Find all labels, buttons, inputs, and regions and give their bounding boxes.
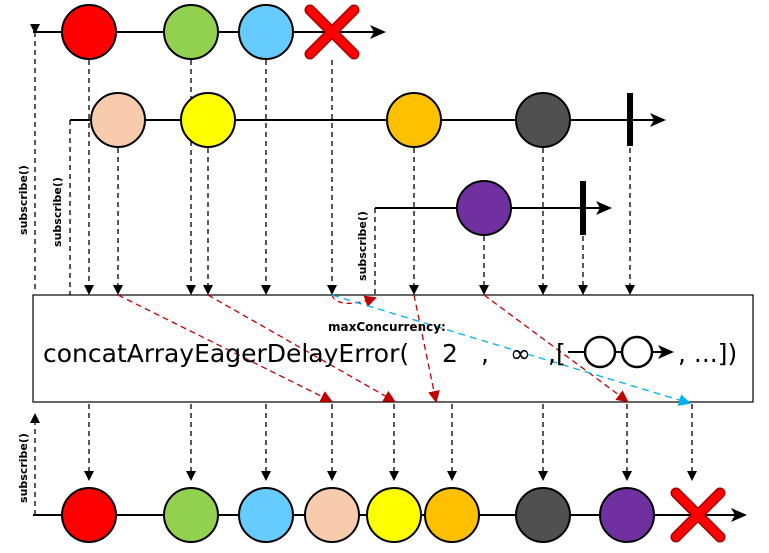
subscribe-label-1: subscribe() — [17, 165, 30, 235]
source-1-marble-red — [61, 4, 117, 60]
output-marble-red — [61, 487, 117, 543]
operator-prefetch-value: ∞ — [510, 339, 531, 368]
subscribe-label-output: subscribe() — [17, 433, 30, 503]
output-drop-lines — [84, 404, 697, 481]
output-marble-orange — [424, 487, 480, 543]
source-2-marble-orange — [386, 92, 442, 148]
source-2-marble-darkgray — [515, 92, 571, 148]
operator-name: concatArrayEagerDelayError( — [43, 339, 409, 368]
operator-comma-2: ,[ — [548, 339, 566, 368]
source-2-marble-peach — [90, 92, 146, 148]
operator-mini-marble — [568, 335, 674, 369]
output-marble-darkgray — [515, 487, 571, 543]
delayed-error-arrow — [331, 294, 691, 406]
operator-concurrency-value: 2 — [442, 339, 458, 368]
output-marble-peach — [304, 487, 360, 543]
output-marble-lightblue — [238, 487, 294, 543]
marbles — [61, 4, 726, 543]
mini-marble-item-1 — [583, 335, 617, 369]
source-3-marble-purple — [456, 180, 512, 236]
output-marble-yellow — [366, 487, 422, 543]
subscribe-label-3: subscribe() — [356, 211, 369, 281]
max-concurrency-label: maxConcurrency: — [328, 320, 446, 334]
subscribe-trigger-arrow — [331, 294, 377, 307]
source-1-marble-green — [163, 4, 219, 60]
source-1-error-icon — [304, 4, 360, 60]
output-error-icon — [670, 487, 726, 543]
operator-tail: , ...]) — [678, 339, 737, 368]
operator-comma-1: , — [481, 339, 489, 368]
source-2-marble-yellow — [180, 92, 236, 148]
output-marble-green — [163, 487, 219, 543]
output-marble-purple — [599, 487, 655, 543]
eager-replay-arrows — [117, 294, 629, 403]
source-1-marble-lightblue — [238, 4, 294, 60]
mini-marble-item-2 — [620, 335, 654, 369]
subscribe-label-2: subscribe() — [51, 177, 64, 247]
